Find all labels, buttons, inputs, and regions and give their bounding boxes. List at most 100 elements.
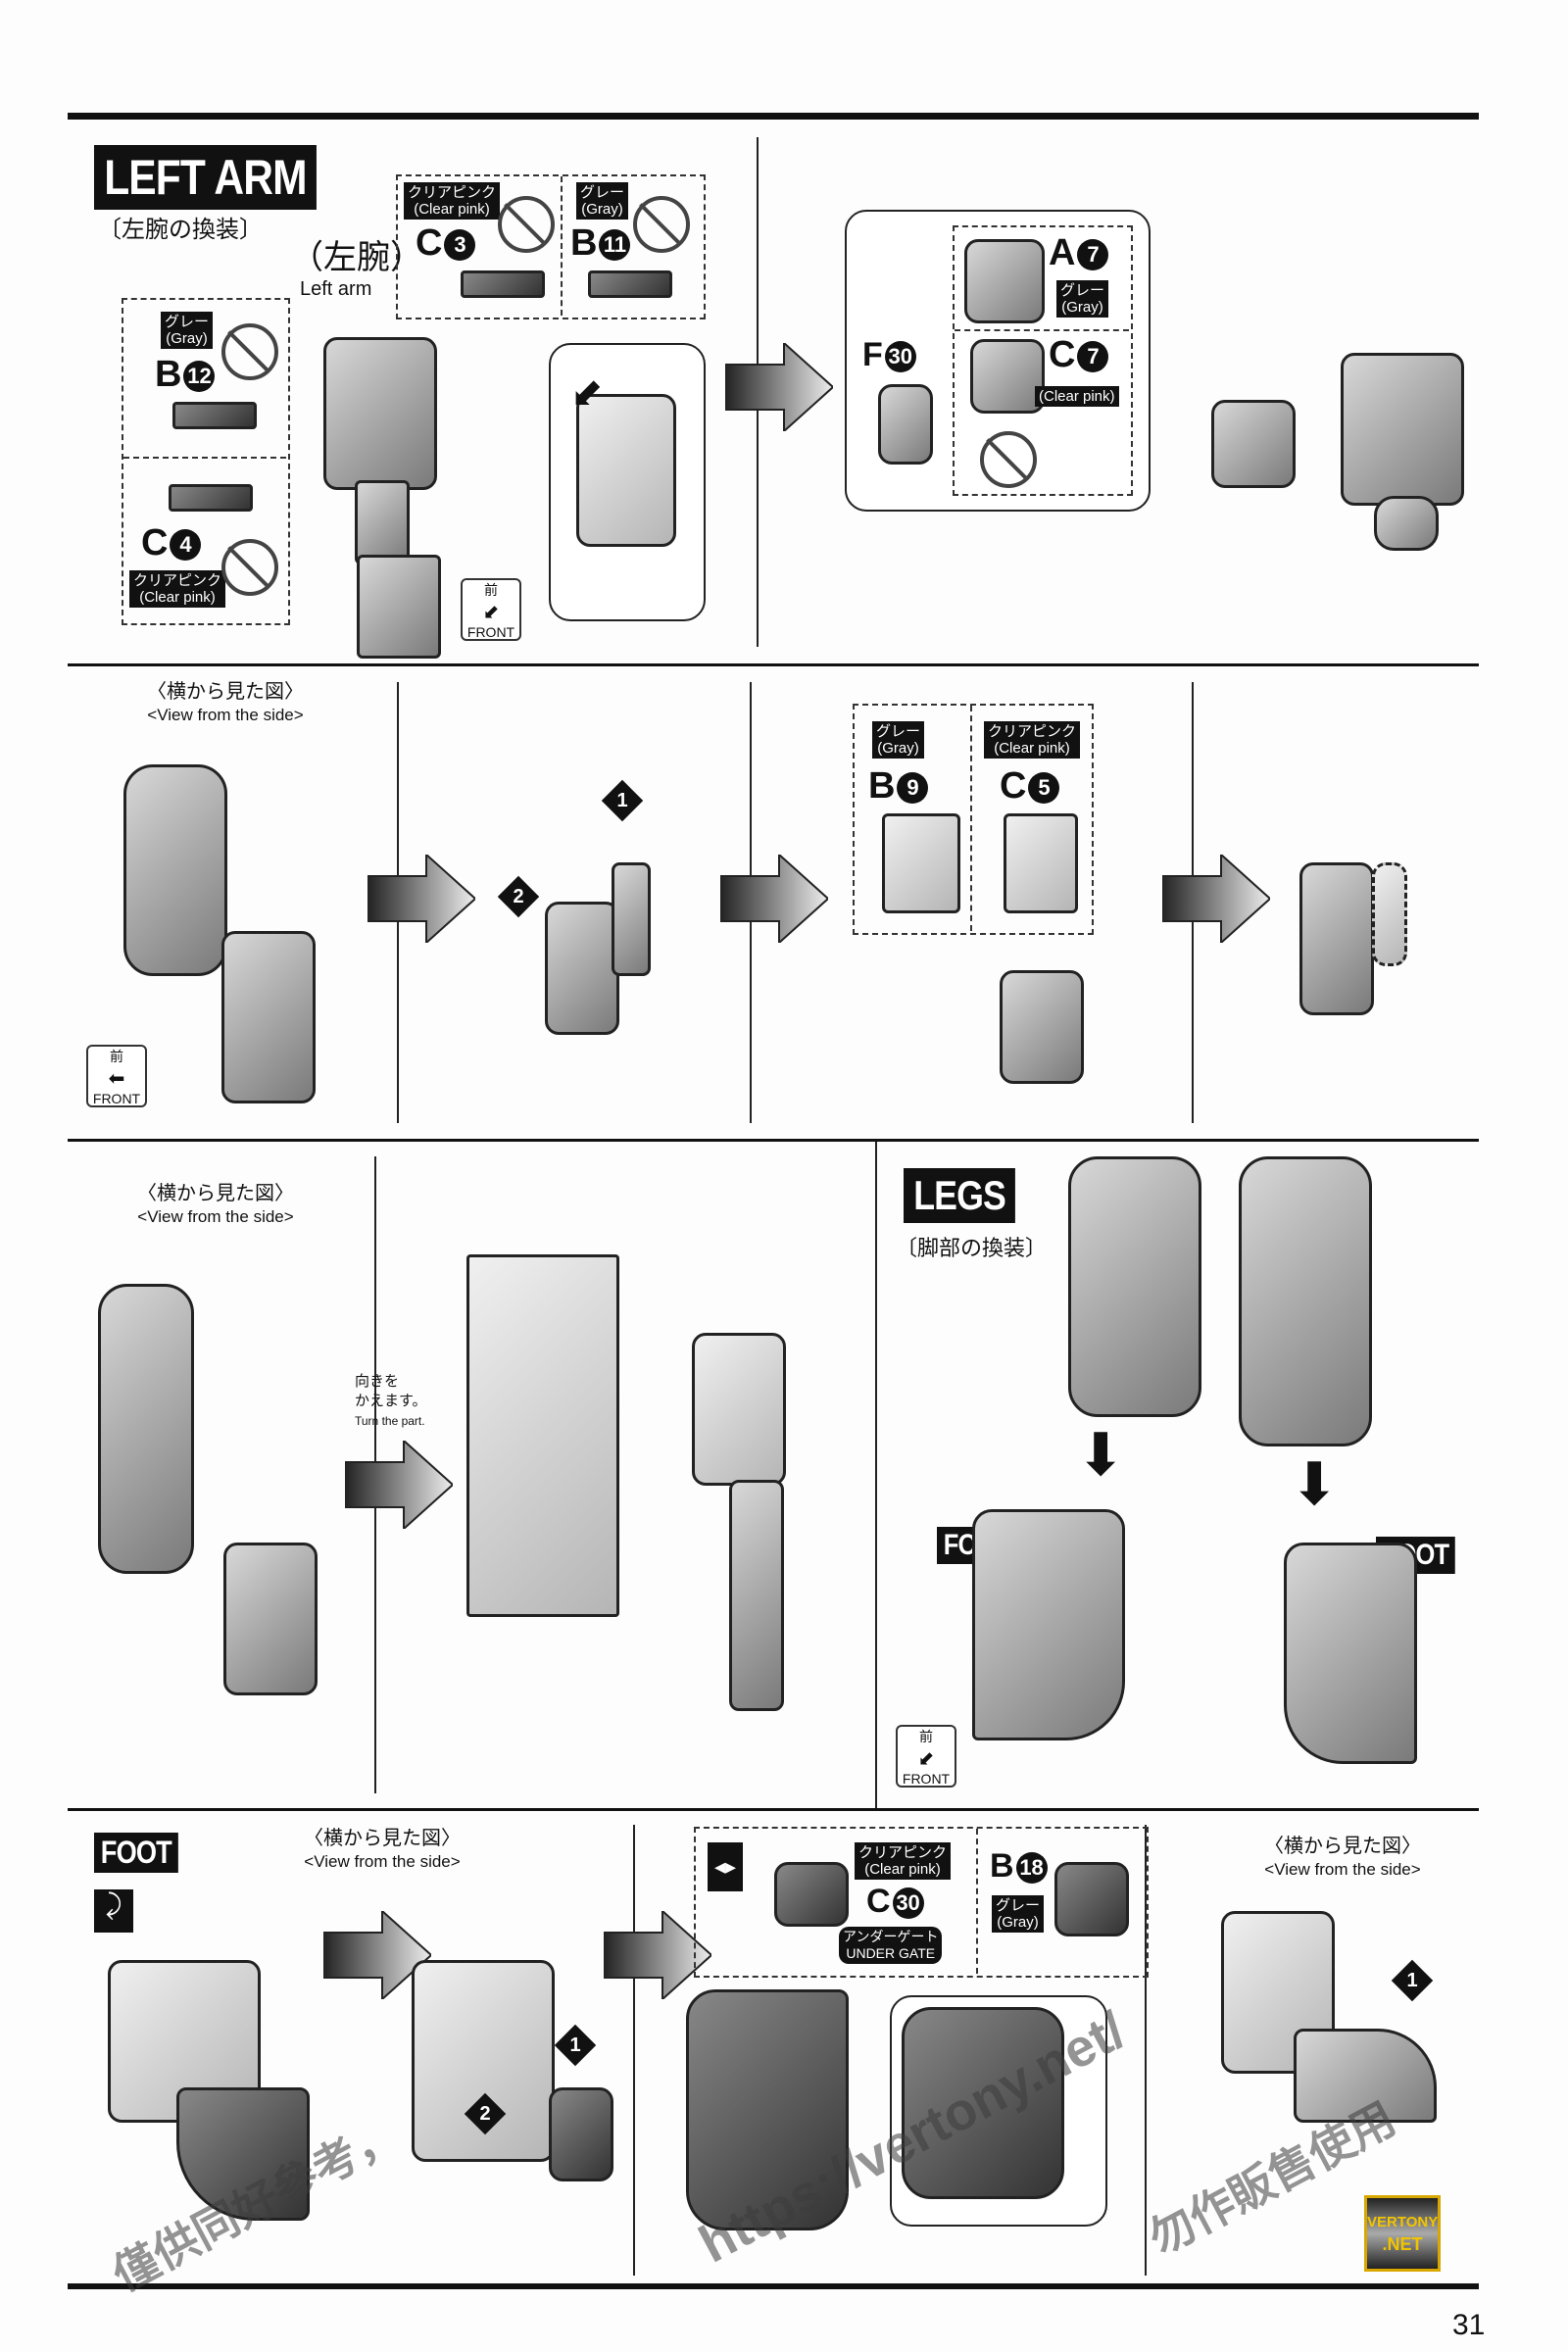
next-step-arrow-icon xyxy=(368,855,475,943)
color-chip: グレー(Gray) xyxy=(161,312,214,349)
arm-side-drawing xyxy=(123,764,227,976)
foot-drawing xyxy=(1221,1911,1335,2074)
next-step-arrow-icon xyxy=(323,1911,431,1999)
part-drawing xyxy=(169,484,253,512)
part-drawing xyxy=(878,384,933,465)
column-divider xyxy=(1145,1825,1147,2276)
arm-drawing xyxy=(692,1333,786,1486)
parts-box-divider xyxy=(976,1829,978,1974)
color-chip: グレー(Gray) xyxy=(992,1895,1045,1933)
view-from-side-label: 〈横から見た図〉<View from the side> xyxy=(304,1828,461,1871)
no-cut-icon xyxy=(221,539,278,596)
color-chip: (Clear pink) xyxy=(1035,386,1119,407)
next-step-arrow-icon xyxy=(1162,855,1270,943)
foot-detail-drawing xyxy=(902,2007,1064,2199)
part-drawing xyxy=(172,402,257,429)
vertony-logo: VERTONY.NET xyxy=(1364,2195,1441,2272)
color-chip: グレー(Gray) xyxy=(576,182,629,220)
arm-drawing xyxy=(729,1480,784,1711)
arm-side-drawing xyxy=(98,1284,194,1574)
color-chip: クリアピンク(Clear pink) xyxy=(855,1842,952,1880)
part-drawing xyxy=(1004,813,1078,913)
arm-drawing xyxy=(1211,400,1296,488)
arm-side-drawing xyxy=(612,862,651,976)
next-step-arrow-icon xyxy=(345,1441,453,1529)
left-arm-callout-en: Left arm xyxy=(300,278,372,300)
color-chip: グレー(Gray) xyxy=(1056,280,1109,318)
arm-drawing xyxy=(1341,353,1464,506)
next-step-arrow-icon xyxy=(720,855,828,943)
foot-drawing xyxy=(176,2087,310,2221)
legs-subtitle: 〔脚部の換装〕 xyxy=(896,1236,1048,1260)
no-cut-icon xyxy=(221,323,278,380)
foot-drawing xyxy=(972,1509,1125,1740)
down-arrow-icon: ⬇ xyxy=(1076,1422,1126,1488)
turn-instruction: 向きをかえます。Turn the part. xyxy=(355,1373,427,1428)
arm-drawing xyxy=(355,480,410,564)
parts-box-divider xyxy=(970,706,972,931)
detail-inset: ⬋ xyxy=(549,343,706,621)
push-arrow-icon: ⬋ xyxy=(570,371,604,415)
bottom-rule xyxy=(68,2283,1479,2289)
part-drawing xyxy=(964,239,1045,323)
arm-detail-drawing xyxy=(576,394,676,547)
reference-icon: ⤸ xyxy=(94,1889,133,1933)
left-arm-subtitle: 〔左腕の換装〕 xyxy=(98,217,263,243)
part-drawing xyxy=(461,270,545,298)
no-cut-icon xyxy=(980,431,1037,488)
left-arm-title: LEFT ARM xyxy=(94,145,317,210)
foot-drawing xyxy=(1284,1543,1417,1764)
gate-icon: ◂▸ xyxy=(708,1842,743,1891)
foot-drawing xyxy=(1294,2029,1437,2123)
divider-row1 xyxy=(68,663,1479,666)
part-drawing xyxy=(774,1862,849,1927)
part-drawing xyxy=(882,813,960,913)
foot-part-drawing xyxy=(549,2087,613,2181)
color-chip: クリアピンク(Clear pink) xyxy=(984,721,1081,759)
color-chip: グレー(Gray) xyxy=(872,721,925,759)
view-from-side-label: 〈横から見た図〉<View from the side> xyxy=(1264,1836,1421,1879)
arm-side-drawing xyxy=(1299,862,1374,1015)
leg-drawing xyxy=(1068,1156,1201,1417)
foot-title: FOOT xyxy=(94,1833,178,1873)
part-drawing xyxy=(588,270,672,298)
next-step-arrow-icon xyxy=(725,343,833,431)
front-indicator: 前⬋FRONT xyxy=(896,1725,956,1788)
arm-side-drawing xyxy=(221,931,316,1103)
color-chip: クリアピンク(Clear pink) xyxy=(404,182,501,220)
part-drawing xyxy=(1054,1862,1129,1936)
detail-inset xyxy=(890,1995,1107,2227)
parts-box-divider xyxy=(955,329,1129,331)
parts-box-divider xyxy=(561,176,563,316)
divider-row2 xyxy=(68,1139,1479,1142)
parts-box-right xyxy=(953,225,1133,496)
top-rule xyxy=(68,113,1479,120)
front-indicator: 前⬋FRONT xyxy=(461,578,521,641)
step-2-marker: 2 xyxy=(497,875,540,918)
step-2-marker: 2 xyxy=(464,2092,507,2135)
arm-drawing xyxy=(1374,496,1439,551)
arm-drawing xyxy=(357,555,441,659)
front-indicator: 前⬅FRONT xyxy=(86,1045,147,1107)
view-from-side-label: 〈横から見た図〉<View from the side> xyxy=(147,681,304,724)
leg-drawing xyxy=(1239,1156,1372,1446)
step-1-marker: 1 xyxy=(554,2024,597,2067)
column-divider xyxy=(633,1825,635,2276)
next-step-arrow-icon xyxy=(604,1911,711,1999)
part-ghost-drawing xyxy=(1372,862,1407,966)
down-arrow-icon: ⬇ xyxy=(1290,1451,1340,1517)
parts-box xyxy=(853,704,1094,935)
arm-side-drawing xyxy=(1000,970,1084,1084)
part-drawing xyxy=(970,339,1045,414)
